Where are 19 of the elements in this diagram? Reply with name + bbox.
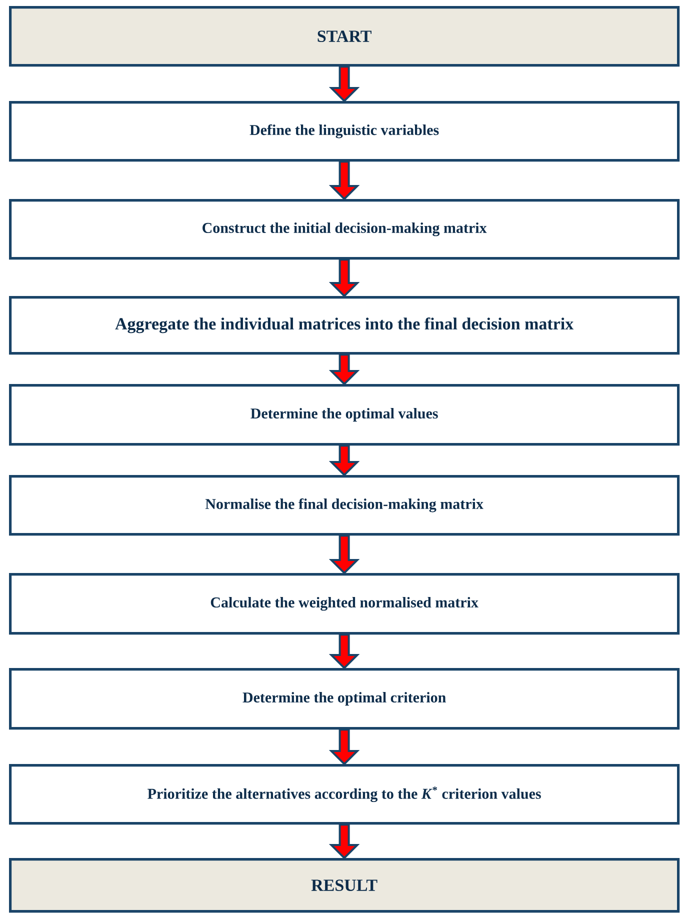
process-box: Determine the optimal criterion (9, 668, 680, 730)
process-box: Construct the initial decision-making matrix (9, 199, 680, 260)
terminal-box: RESULT (9, 858, 680, 913)
arrow (328, 444, 360, 476)
arrow (328, 354, 360, 386)
arrow (328, 534, 360, 574)
process-box: Aggregate the individual matrices into the final decision matrix (9, 296, 680, 355)
arrow (328, 258, 360, 298)
arrow (328, 824, 360, 860)
process-box: Calculate the weighted normalised matrix (9, 573, 680, 635)
process-box: Normalise the final decision-making matrix (9, 475, 680, 536)
arrow (328, 66, 360, 102)
arrow (328, 634, 360, 670)
terminal-box: START (9, 6, 680, 67)
process-box: Prioritize the alternatives according to the K$^{*}$ criterion values (9, 764, 680, 825)
arrow (328, 728, 360, 766)
process-box: Determine the optimal values (9, 384, 680, 446)
arrow (328, 160, 360, 200)
process-box: Define the linguistic variables (9, 101, 680, 162)
